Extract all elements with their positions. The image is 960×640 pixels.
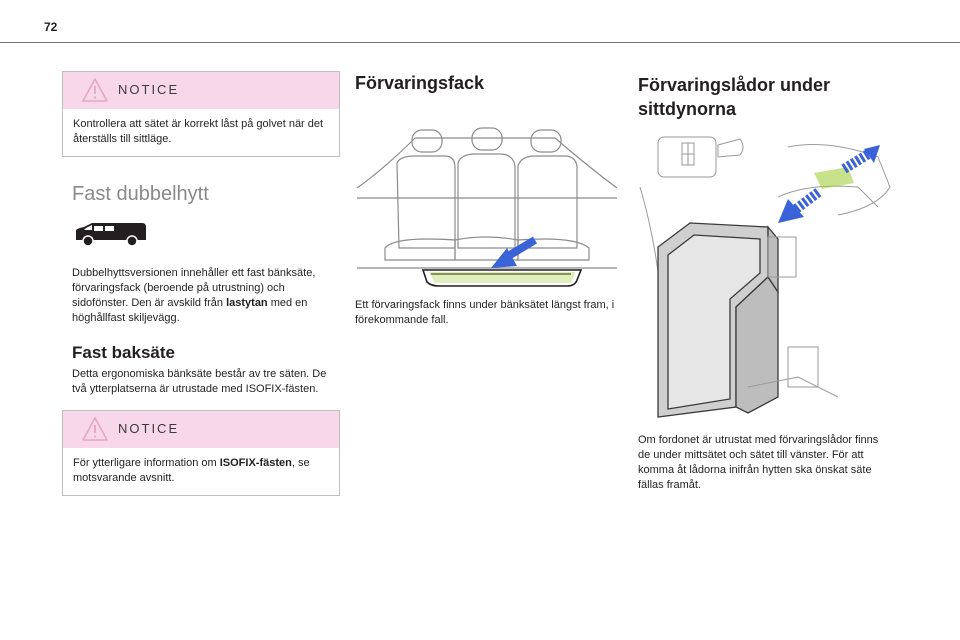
warning-icon (82, 417, 108, 441)
warning-icon (82, 78, 108, 102)
header-rule (0, 42, 960, 43)
heading-fixed-rear-seat: Fast baksäte (72, 343, 175, 362)
page-number: 72 (44, 20, 58, 34)
right-column: Förvaringslådor under sittdynorna (638, 73, 900, 493)
under-seat-boxes-illustration (638, 127, 900, 423)
notice-title: NOTICE (118, 82, 180, 97)
paragraph-storage: Ett förvaringsfack finns under bänksätet… (355, 299, 615, 326)
paragraph-under-seat-boxes: Om fordonet är utrustat med förvaringslå… (638, 434, 879, 491)
heading-storage: Förvaringsfack (355, 73, 485, 93)
left-column: NOTICE Kontrollera att sätet är korrekt … (62, 71, 340, 496)
notice-text: Kontrollera att sätet är korrekt låst på… (73, 118, 324, 145)
paragraph-double-cab: Dubbelhyttsversionen innehåller ett fast… (72, 267, 316, 324)
notice-text: För ytterligare information om ISOFIX-fä… (73, 457, 310, 484)
notice-box: NOTICE Kontrollera att sätet är korrekt … (62, 71, 340, 157)
middle-column: Förvaringsfack (355, 73, 618, 328)
section-title: Fast dubbelhytt (72, 183, 209, 205)
notice-title: NOTICE (118, 421, 180, 436)
van-icon (72, 220, 148, 248)
paragraph-rear-seat: Detta ergonomiska bänksäte består av tre… (72, 368, 327, 395)
storage-compartment-illustration (355, 108, 618, 288)
heading-under-seat-boxes: Förvaringslådor under sittdynorna (638, 75, 831, 119)
notice-box: NOTICE För ytterligare information om IS… (62, 410, 340, 496)
